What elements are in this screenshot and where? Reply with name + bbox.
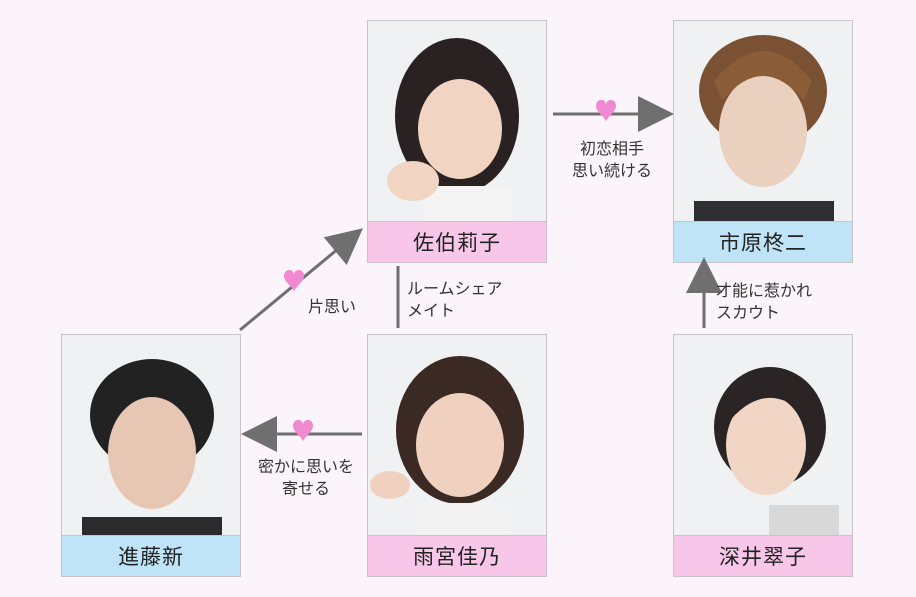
relation-secret-love: 密かに思いを 寄せる [246, 456, 366, 500]
relation-one-sided: 片思い [308, 296, 356, 318]
relation-roommate: ルームシェア メイト [407, 278, 503, 322]
card-shindo-arata: 進藤新 [61, 334, 241, 577]
relation-line: 寄せる [281, 479, 330, 498]
heart-icon [284, 269, 304, 292]
heart-icon [293, 419, 313, 442]
name-label: 進藤新 [62, 535, 240, 576]
relation-line: 密かに思いを [257, 457, 354, 476]
relation-line: 初恋相手 [579, 139, 644, 158]
person-photo [368, 335, 546, 535]
relation-first-love: 初恋相手 思い続ける [562, 138, 662, 182]
person-photo [674, 335, 852, 535]
name-label: 佐伯莉子 [368, 221, 546, 262]
relation-line: スカウト [716, 303, 781, 322]
relation-line: メイト [407, 301, 456, 320]
relation-line: 片思い [308, 297, 357, 316]
relation-line: ルームシェア [407, 279, 503, 298]
card-fukai-suiko: 深井翠子 [673, 334, 853, 577]
card-saeki-riko: 佐伯莉子 [367, 20, 547, 263]
relation-line: 思い続ける [571, 161, 652, 180]
relation-line: 才能に惹かれ [716, 281, 813, 300]
name-label: 深井翠子 [674, 535, 852, 576]
card-amamiya-yoshino: 雨宮佳乃 [367, 334, 547, 577]
name-label: 雨宮佳乃 [368, 535, 546, 576]
name-label: 市原柊二 [674, 221, 852, 262]
person-photo [674, 21, 852, 221]
person-photo [368, 21, 546, 221]
person-photo [62, 335, 240, 535]
heart-icon [596, 99, 616, 122]
relation-scout: 才能に惹かれ スカウト [716, 280, 812, 324]
card-ichihara-shuji: 市原柊二 [673, 20, 853, 263]
